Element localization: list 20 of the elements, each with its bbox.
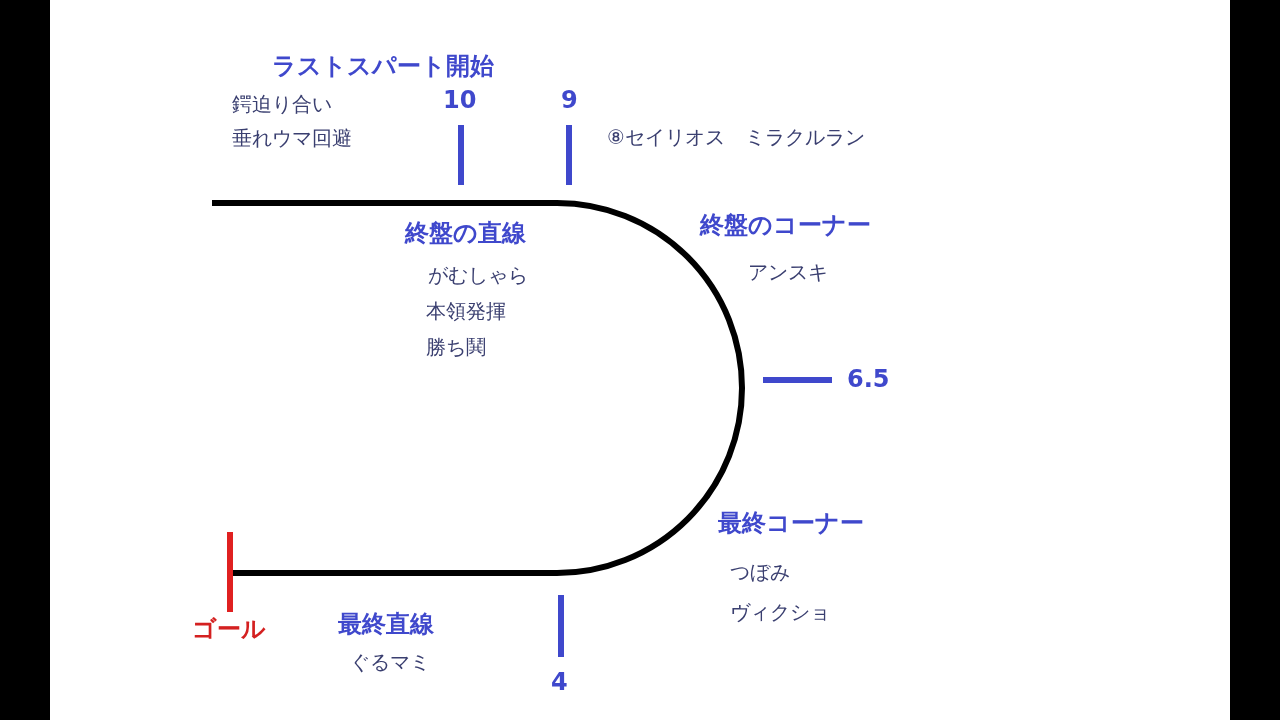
skill-name: 勝ち鬨 [426,335,486,359]
skill-name: ぐるマミ [350,650,430,674]
skill-name: 垂れウマ回避 [232,126,352,150]
distance-number: 6.5 [847,365,890,394]
section-heading: 終盤の直線 [405,219,526,248]
skill-name: ヴィクショ [730,600,830,624]
skill-name: ⑧セイリオス ミラクルラン [607,125,865,149]
skill-name: 本領発揮 [426,299,506,323]
skill-name: がむしゃら [428,263,528,287]
skill-name: つぼみ [730,560,790,584]
goal-label: ゴール [192,615,266,644]
section-heading: 最終直線 [338,610,434,639]
section-heading: 終盤のコーナー [700,211,871,240]
section-heading: ラストスパート開始 [272,52,494,81]
distance-number: 9 [561,86,578,115]
distance-number: 10 [443,86,477,115]
distance-number: 4 [551,668,568,697]
skill-name: アンスキ [748,260,828,284]
section-heading: 最終コーナー [718,509,864,538]
skill-name: 鍔迫り合い [232,92,332,116]
